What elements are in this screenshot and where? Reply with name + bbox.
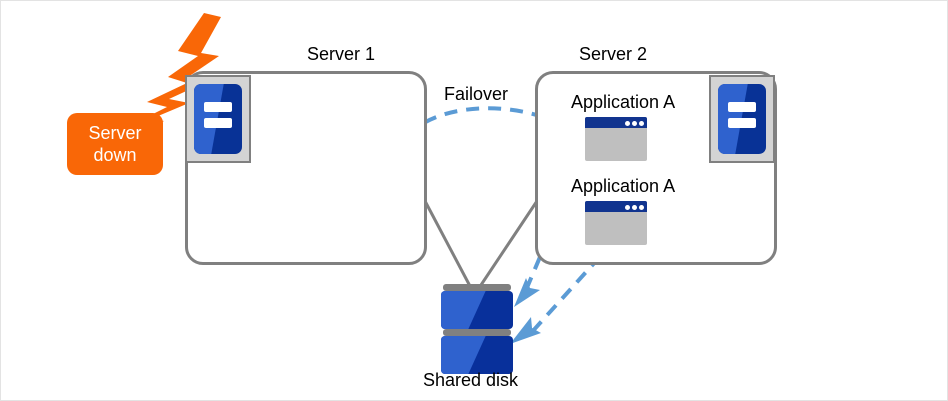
window-dot-3 xyxy=(639,204,644,210)
application-a-1-label: Application A xyxy=(571,92,676,112)
app2-disk-arrowhead xyxy=(510,317,541,344)
failover-label: Failover xyxy=(444,84,509,104)
server1-slot-2 xyxy=(204,117,232,129)
shared-disk-icon[interactable] xyxy=(441,284,513,374)
shared-disk-label: Shared disk xyxy=(423,370,519,390)
app-window-titlebar xyxy=(585,117,647,128)
application-a-2-label: Application A xyxy=(571,176,676,196)
failover-arrow xyxy=(405,106,550,138)
window-dot-2 xyxy=(632,204,637,210)
application-a-2-window-icon[interactable] xyxy=(585,201,647,245)
window-dot-3 xyxy=(639,120,644,126)
server1-tower-body xyxy=(194,84,242,154)
server1-tower-icon xyxy=(185,75,251,163)
disk-platter-1 xyxy=(441,291,513,329)
server2-slot-2 xyxy=(728,117,756,129)
badge-line-2: down xyxy=(93,145,137,165)
server2-label: Server 2 xyxy=(579,44,648,64)
server2-slot-1 xyxy=(728,101,756,112)
server2-tower-body xyxy=(718,84,766,154)
badge-line-1: Server xyxy=(88,123,142,143)
disk-link-lines xyxy=(423,200,539,289)
server1-label: Server 1 xyxy=(307,44,376,64)
window-dot-1 xyxy=(625,120,630,126)
disk-separator-2 xyxy=(443,329,511,336)
server2-tower-icon xyxy=(709,75,775,163)
app1-disk-arrowhead xyxy=(514,278,540,307)
server1-slot-1 xyxy=(204,101,232,112)
server-down-badge[interactable]: Server down xyxy=(67,113,163,175)
disk-separator-1 xyxy=(443,284,511,291)
application-a-1-window-icon[interactable] xyxy=(585,117,647,161)
disk-platter-2 xyxy=(441,336,513,374)
app-window-titlebar xyxy=(585,201,647,212)
window-dot-2 xyxy=(632,120,637,126)
window-dot-1 xyxy=(625,204,630,210)
